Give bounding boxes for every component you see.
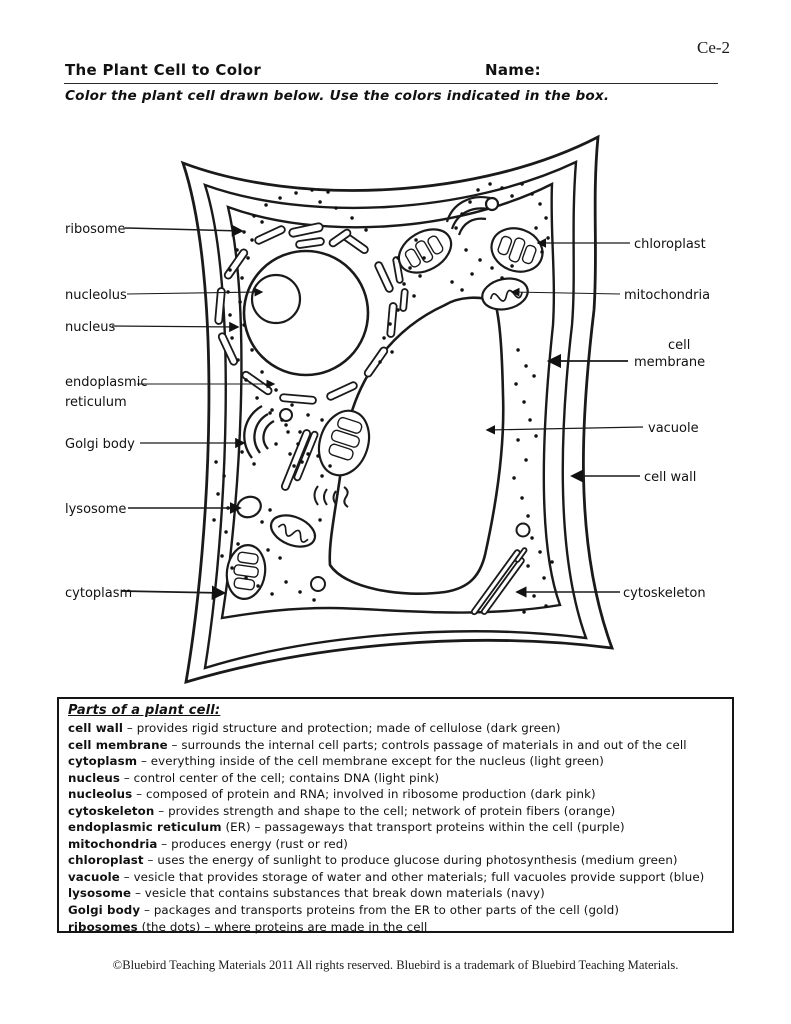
legend-item-chloroplast: chloroplast – uses the energy of sunligh… <box>68 853 678 868</box>
legend-box: Parts of a plant cell: cell wall – provi… <box>57 697 734 934</box>
legend-title: Parts of a plant cell: <box>68 703 221 718</box>
label-cell-wall: cell wall <box>644 470 696 485</box>
vesicle-shape <box>279 408 293 422</box>
legend-item-cytoskeleton: cytoskeleton – provides strength and sha… <box>68 803 616 818</box>
page-code: Ce-2 <box>697 38 731 57</box>
golgi-topright-shape <box>445 196 500 236</box>
label-cytoplasm: cytoplasm <box>65 586 132 601</box>
golgi-upper-shape <box>288 222 352 249</box>
label-vacuole: vacuole <box>648 421 699 436</box>
chloroplast-shape-b <box>490 227 544 273</box>
page-title: The Plant Cell to Color <box>65 61 262 79</box>
label-chloroplast: chloroplast <box>634 237 706 252</box>
label-endoplasmic-reticulum: endoplasmic <box>65 375 147 390</box>
instruction-text: Color the plant cell drawn below. Use th… <box>65 88 610 104</box>
label-nucleolus: nucleolus <box>65 288 127 303</box>
legend-item-cell-wall: cell wall – provides rigid structure and… <box>68 721 561 735</box>
chloroplast-shape-c <box>225 544 267 600</box>
legend-item-vacuole: vacuole – vesicle that provides storage … <box>68 869 705 884</box>
small-arcs-shape <box>313 485 349 508</box>
label-nucleus: nucleus <box>65 320 115 335</box>
cytoskeleton-shape <box>470 547 528 616</box>
legend-item-golgi-body: Golgi body – packages and transports pro… <box>68 903 620 918</box>
vesicle-shape <box>515 522 531 538</box>
legend-item-cell-membrane: cell membrane – surrounds the internal c… <box>68 737 687 752</box>
label-cell-membrane: cell <box>668 338 690 353</box>
callout-lines <box>111 224 644 600</box>
legend-item-nucleolus: nucleolus – composed of protein and RNA;… <box>68 787 596 802</box>
golgi-body-shape <box>243 404 275 459</box>
label-endoplasmic-reticulum: reticulum <box>65 395 127 410</box>
label-cytoskeleton: cytoskeleton <box>623 586 706 601</box>
legend-item-mitochondria: mitochondria – produces energy (rust or … <box>68 836 349 851</box>
legend-item-endoplasmic-reticulum: endoplasmic reticulum (ER) – passageways… <box>68 820 625 835</box>
chloroplast-shape-a <box>397 228 453 274</box>
header-underline <box>64 83 718 84</box>
label-cell-membrane: membrane <box>634 355 705 370</box>
golgi-ribbons-shape <box>280 429 319 491</box>
legend-item-cytoplasm: cytoplasm – everything inside of the cel… <box>68 754 604 769</box>
vesicle-shape <box>310 576 326 592</box>
copyright-footer: ©Bluebird Teaching Materials 2011 All ri… <box>112 958 679 972</box>
label-ribosome: ribosome <box>65 222 126 237</box>
nucleolus-shape <box>250 273 302 325</box>
label-golgi-body: Golgi body <box>65 437 135 452</box>
chloroplast-shape-d <box>317 409 371 477</box>
endoplasmic-reticulum-shape <box>214 225 409 405</box>
ribosome-dots <box>212 182 554 614</box>
label-lysosome: lysosome <box>65 502 126 517</box>
name-label: Name: <box>485 61 541 79</box>
plant-cell-diagram: ribosome nucleolus nucleus endoplasmic r… <box>65 134 710 684</box>
legend-item-nucleus: nucleus – control center of the cell; co… <box>68 770 440 785</box>
mitochondrion-shape-mid <box>269 514 317 548</box>
legend-item-ribosomes: ribosomes (the dots) – where proteins ar… <box>68 919 428 934</box>
label-mitochondria: mitochondria <box>624 288 710 303</box>
legend-item-lysosome: lysosome – vesicle that contains substan… <box>68 886 545 901</box>
